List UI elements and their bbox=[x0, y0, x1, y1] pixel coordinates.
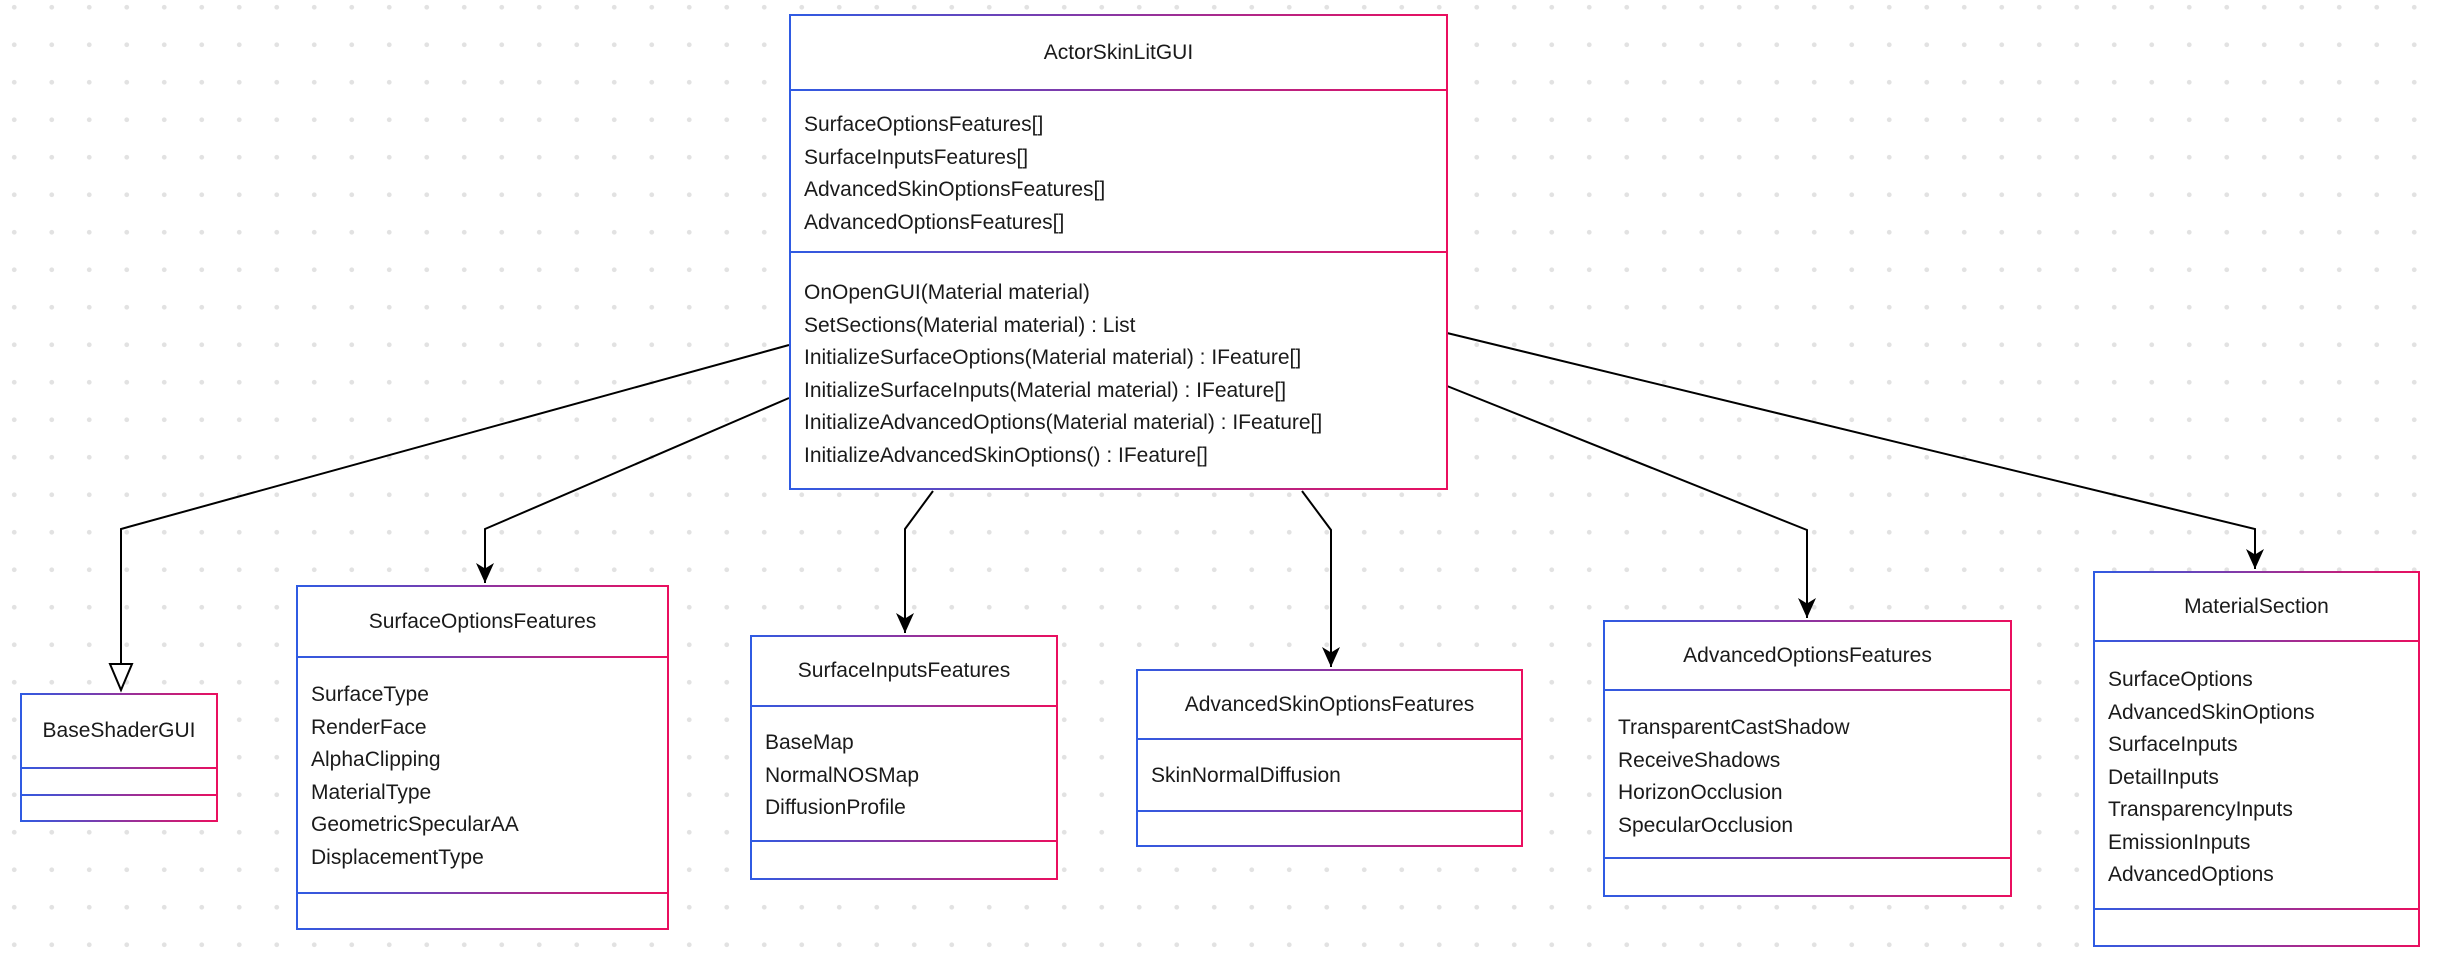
edge-to-advancedoptionsfeatures[interactable] bbox=[1446, 385, 1816, 618]
attribute: TransparencyInputs bbox=[2108, 798, 2293, 821]
attribute: DiffusionProfile bbox=[765, 796, 906, 819]
attribute: AlphaClipping bbox=[311, 748, 441, 771]
attribute: RenderFace bbox=[311, 715, 427, 739]
attributes-compartment: BaseMap NormalNOSMap DiffusionProfile bbox=[752, 705, 1056, 840]
class-title: BaseShaderGUI bbox=[42, 719, 196, 742]
attribute: EmissionInputs bbox=[2108, 830, 2251, 854]
methods-compartment-empty bbox=[2095, 908, 2418, 945]
class-box-advancedoptionsfeatures[interactable]: AdvancedOptionsFeatures TransparentCastS… bbox=[1603, 620, 2012, 897]
attribute: SurfaceOptionsFeatures[] bbox=[804, 113, 1044, 136]
class-box-baseshadergui[interactable]: BaseShaderGUI bbox=[20, 693, 218, 822]
class-box-surfaceoptionsfeatures[interactable]: SurfaceOptionsFeatures SurfaceType Rende… bbox=[296, 585, 669, 930]
attribute: ReceiveShadows bbox=[1618, 748, 1781, 772]
attribute: AdvancedSkinOptions bbox=[2108, 700, 2315, 724]
methods-compartment-empty bbox=[752, 840, 1056, 878]
attribute: BaseMap bbox=[765, 731, 854, 754]
attribute: SurfaceOptions bbox=[2108, 668, 2253, 691]
method: InitializeSurfaceOptions(Material materi… bbox=[804, 346, 1302, 369]
attribute: SpecularOcclusion bbox=[1618, 813, 1794, 837]
methods-compartment-empty bbox=[1138, 810, 1521, 845]
attribute: SkinNormalDiffusion bbox=[1151, 764, 1341, 787]
attributes-compartment: SurfaceOptions AdvancedSkinOptions Surfa… bbox=[2095, 640, 2418, 908]
edge-to-baseshadergui[interactable] bbox=[108, 344, 790, 693]
attributes-compartment: TransparentCastShadow ReceiveShadows Hor… bbox=[1605, 689, 2010, 857]
attribute: MaterialType bbox=[311, 780, 432, 804]
method: SetSections(Material material) : List bbox=[804, 313, 1136, 337]
class-title: AdvancedOptionsFeatures bbox=[1683, 643, 1932, 667]
edge-to-advancedskinoptionsfeatures[interactable] bbox=[1301, 490, 1340, 667]
methods-compartment-empty bbox=[298, 892, 667, 928]
class-title: SurfaceOptionsFeatures bbox=[368, 609, 597, 633]
hollow-triangle-arrowhead bbox=[108, 663, 134, 693]
methods-compartment-empty bbox=[1605, 857, 2010, 895]
attribute: TransparentCastShadow bbox=[1618, 716, 1850, 739]
attribute: AdvancedOptions bbox=[2108, 863, 2274, 886]
attributes-compartment: SurfaceType RenderFace AlphaClipping Mat… bbox=[298, 656, 667, 892]
class-title: SurfaceInputsFeatures bbox=[797, 659, 1011, 682]
class-box-materialsection[interactable]: MaterialSection SurfaceOptions AdvancedS… bbox=[2093, 571, 2420, 947]
attribute: SurfaceType bbox=[311, 683, 429, 706]
method: InitializeAdvancedOptions(Material mater… bbox=[804, 411, 1323, 434]
class-title: ActorSkinLitGUI bbox=[1043, 40, 1194, 64]
class-title: AdvancedSkinOptionsFeatures bbox=[1184, 692, 1475, 716]
method: InitializeSurfaceInputs(Material materia… bbox=[804, 378, 1287, 402]
class-title: MaterialSection bbox=[2184, 594, 2329, 618]
edge-to-materialsection[interactable] bbox=[1446, 332, 2264, 569]
attribute: HorizonOcclusion bbox=[1618, 781, 1783, 804]
class-box-surfaceinputsfeatures[interactable]: SurfaceInputsFeatures BaseMap NormalNOSM… bbox=[750, 635, 1058, 880]
attributes-compartment: SurfaceOptionsFeatures[] SurfaceInputsFe… bbox=[791, 89, 1446, 251]
methods-compartment: OnOpenGUI(Material material) SetSections… bbox=[791, 251, 1446, 488]
attributes-compartment: SkinNormalDiffusion bbox=[1138, 738, 1521, 810]
method: OnOpenGUI(Material material) bbox=[804, 281, 1090, 304]
edge-to-surfaceoptionsfeatures[interactable] bbox=[476, 397, 790, 583]
attribute: SurfaceInputsFeatures[] bbox=[804, 145, 1029, 169]
class-box-advancedskinoptionsfeatures[interactable]: AdvancedSkinOptionsFeatures SkinNormalDi… bbox=[1136, 669, 1523, 847]
method: InitializeAdvancedSkinOptions() : IFeatu… bbox=[804, 443, 1208, 467]
attribute: GeometricSpecularAA bbox=[311, 813, 519, 836]
edge-to-surfaceinputsfeatures[interactable] bbox=[896, 490, 934, 633]
attribute: AdvancedOptionsFeatures[] bbox=[804, 210, 1065, 234]
attributes-compartment-empty bbox=[22, 767, 216, 794]
attribute: SurfaceInputs bbox=[2108, 733, 2238, 756]
attribute: DetailInputs bbox=[2108, 765, 2219, 789]
attribute: NormalNOSMap bbox=[765, 763, 920, 787]
attribute: DisplacementType bbox=[311, 845, 484, 869]
class-box-actorskinlitgui[interactable]: ActorSkinLitGUI SurfaceOptionsFeatures[]… bbox=[789, 14, 1448, 490]
methods-compartment-empty bbox=[22, 794, 216, 820]
attribute: AdvancedSkinOptionsFeatures[] bbox=[804, 178, 1106, 201]
